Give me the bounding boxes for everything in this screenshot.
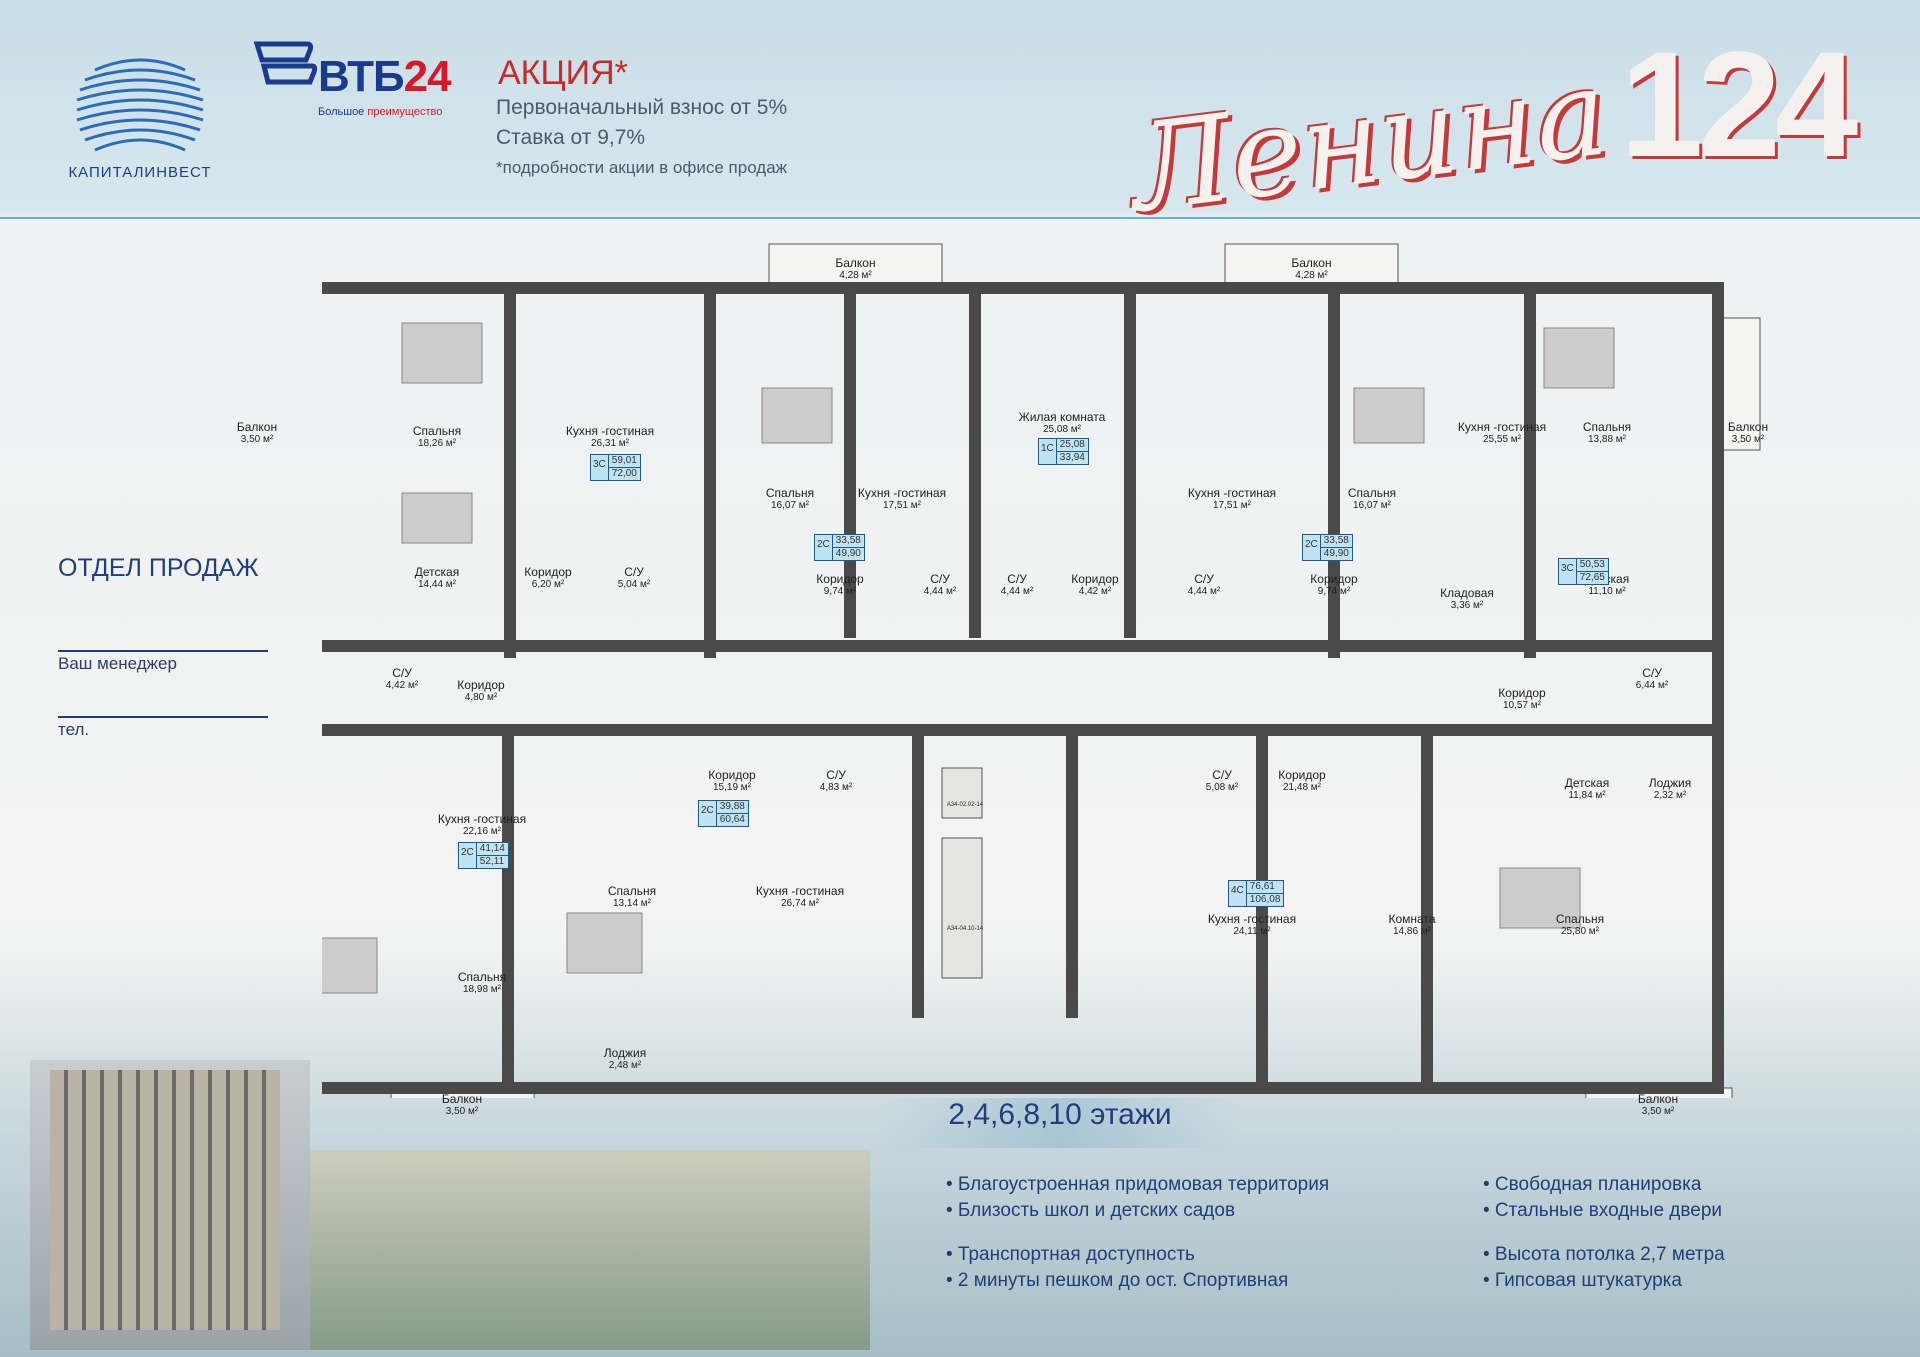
bank-tagline: Большое преимущество <box>318 106 443 118</box>
brand-name: КАПИТАЛИНВЕСТ <box>68 164 212 181</box>
sales-heading: ОТДЕЛ ПРОДАЖ <box>58 554 259 582</box>
feature-item: • Свободная планировка <box>1483 1174 1702 1195</box>
project-title-number: 124 <box>1620 20 1858 188</box>
promo-line-1: Первоначальный взнос от 5% <box>496 96 788 119</box>
phone-label: тел. <box>58 720 90 739</box>
phone-line <box>58 716 268 718</box>
promo-note: *подробности акции в офисе продаж <box>496 158 788 177</box>
elevator-label: А34-02.02-14 <box>946 802 984 808</box>
capitalinvest-logo-icon <box>76 58 204 152</box>
street-illustration <box>270 1150 870 1350</box>
manager-label: Ваш менеджер <box>58 654 177 673</box>
feature-item: • Стальные входные двери <box>1483 1200 1723 1221</box>
elevator-label: А34-04.10-14 <box>946 926 984 932</box>
feature-item: • Близость школ и детских садов <box>946 1200 1236 1221</box>
bank-name: ВТБ24 <box>318 52 452 101</box>
vtb-logo-icon <box>253 41 318 85</box>
feature-item: • 2 минуты пешком до ост. Спортивная <box>946 1270 1289 1291</box>
promo-heading: АКЦИЯ* <box>498 54 628 92</box>
feature-item: • Транспортная доступность <box>946 1244 1195 1265</box>
building-render <box>30 1060 310 1350</box>
feature-item: • Благоустроенная придомовая территория <box>946 1174 1330 1195</box>
manager-line <box>58 650 268 652</box>
floors-caption: 2,4,6,8,10 этажи <box>880 1098 1240 1148</box>
promo-line-2: Ставка от 9,7% <box>496 126 646 149</box>
feature-item: • Гипсовая штукатурка <box>1483 1270 1682 1291</box>
feature-item: • Высота потолка 2,7 метра <box>1483 1244 1725 1265</box>
header-divider <box>0 217 1920 219</box>
floor-plan-walls <box>322 243 1761 1098</box>
